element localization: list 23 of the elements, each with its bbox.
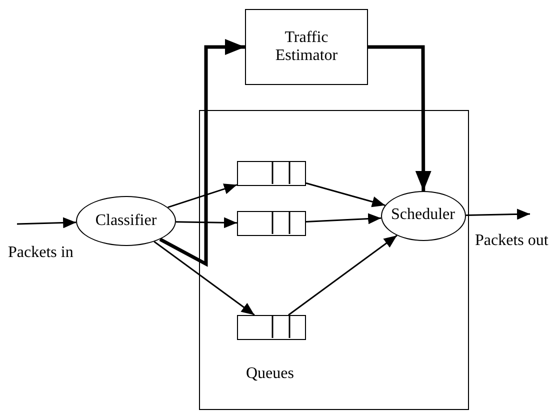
arrow: [176, 217, 238, 228]
output-label: Packets out: [475, 232, 548, 250]
arrow: [306, 182, 386, 208]
input-label: Packets in: [8, 244, 74, 262]
node-text: Classifier: [95, 212, 157, 230]
node-text: Traffic Estimator: [274, 28, 339, 66]
arrow: [368, 45, 432, 191]
process-ellipse: [76, 196, 176, 246]
node-text: Queues: [246, 365, 294, 384]
process-box: [245, 9, 368, 85]
node-text: Scheduler: [391, 206, 455, 225]
container-box: [199, 110, 469, 410]
arrow: [16, 217, 76, 228]
arrow: [154, 241, 255, 316]
queue-box: [236, 314, 306, 340]
arrow: [306, 213, 382, 224]
arrow: [159, 39, 245, 267]
queue-box: [236, 210, 306, 236]
queue-box: [236, 160, 306, 186]
arrow: [466, 208, 530, 220]
process-ellipse: [380, 190, 466, 240]
arrow: [288, 234, 398, 316]
arrow: [168, 184, 238, 208]
